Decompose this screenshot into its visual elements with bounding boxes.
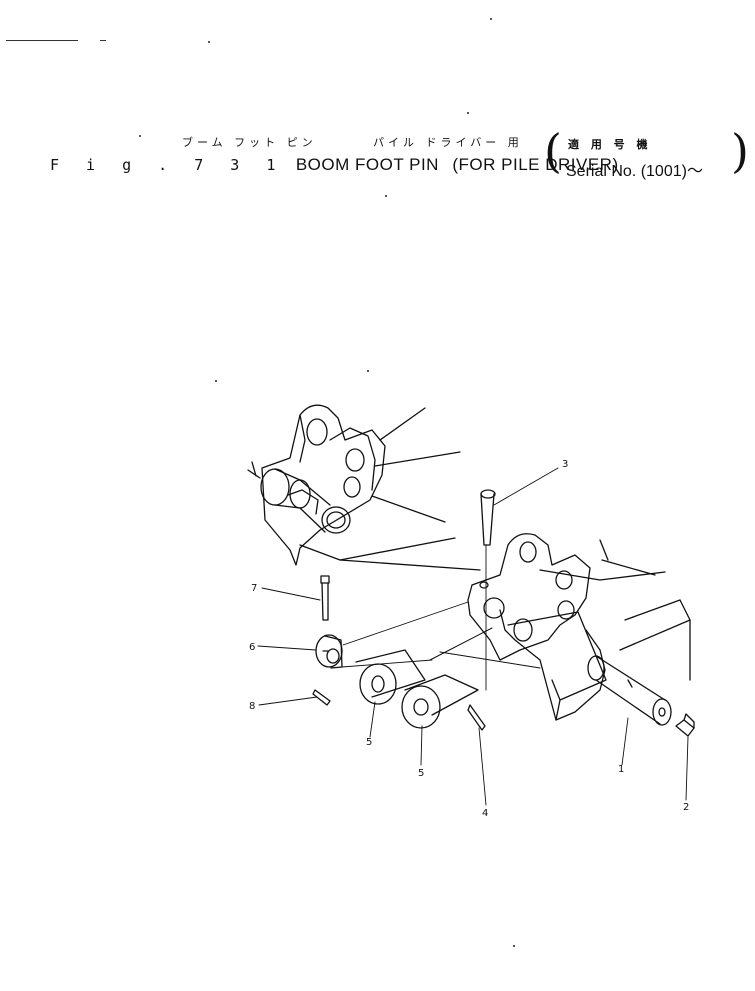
cotter-pin-8 xyxy=(312,689,331,706)
scan-speck xyxy=(215,380,217,382)
washer-front xyxy=(401,674,479,729)
callout-1: 1 xyxy=(618,764,624,775)
grease-fitting xyxy=(675,713,695,737)
rear-bracket xyxy=(247,404,481,571)
callout-leaders xyxy=(257,467,689,806)
figure-title: F i g . 7 3 1 BOOM FOOT PIN (FOR PILE DR… xyxy=(50,155,619,175)
header-rule-dash xyxy=(100,40,106,41)
scan-speck xyxy=(513,945,515,947)
figure-number: F i g . 7 3 1 xyxy=(50,156,285,174)
callout-2: 2 xyxy=(683,802,689,813)
cotter-pin-4 xyxy=(467,704,486,731)
header-rule xyxy=(6,40,78,41)
bolt-3 xyxy=(480,489,496,546)
assembly-guides xyxy=(341,544,487,691)
serial-open-paren: ( xyxy=(544,124,562,178)
scan-speck xyxy=(208,41,210,43)
callout-6: 6 xyxy=(249,642,255,653)
callout-5-rear: 5 xyxy=(366,737,372,748)
pin xyxy=(429,627,672,726)
serial-kana-label: 適 用 号 機 xyxy=(568,138,652,151)
serial-close-paren: ) xyxy=(731,124,749,178)
scan-speck xyxy=(385,195,387,197)
washer-rear xyxy=(355,649,426,705)
front-bracket xyxy=(467,533,691,721)
callout-3: 3 xyxy=(562,459,568,470)
scan-speck xyxy=(490,18,492,20)
scan-speck xyxy=(139,135,141,137)
serial-number: Serial No. (1001)～ xyxy=(566,163,703,180)
callout-7: 7 xyxy=(251,583,257,594)
callout-5-front: 5 xyxy=(418,768,424,779)
callout-8: 8 xyxy=(249,701,255,712)
scan-speck xyxy=(467,112,469,114)
scan-speck xyxy=(367,370,369,372)
page-subtitle: (FOR PILE DRIVER) xyxy=(452,155,619,174)
page-title: BOOM FOOT PIN xyxy=(295,155,439,174)
kana-subtitle: パイル ドライバー 用 xyxy=(373,136,523,149)
collar xyxy=(315,634,343,669)
bolt-7 xyxy=(320,575,330,621)
kana-title: ブーム フット ピン xyxy=(182,136,317,149)
callout-4: 4 xyxy=(482,808,488,819)
